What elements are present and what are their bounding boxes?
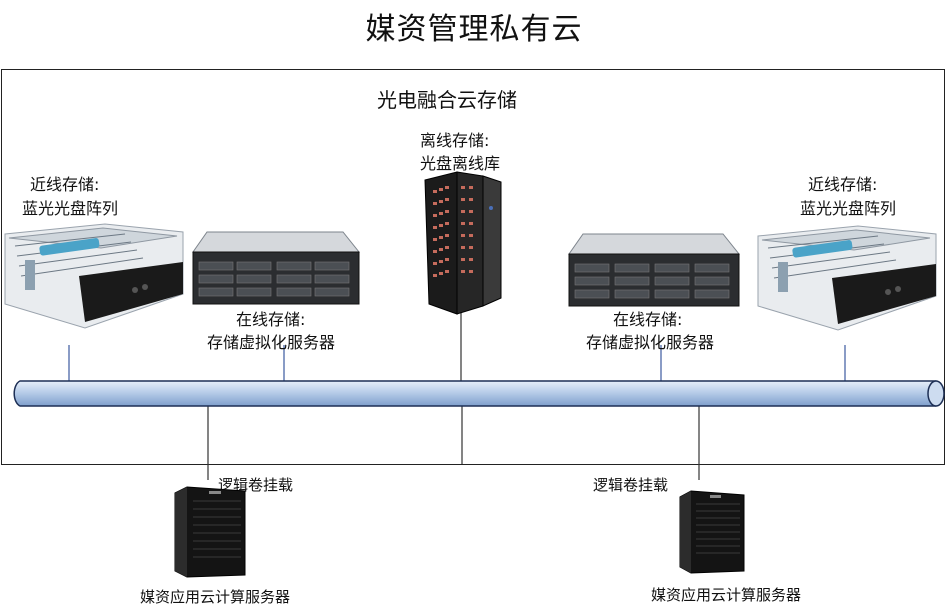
nearline-left-label-2: 蓝光光盘阵列 [22,199,119,218]
offline-label-1: 离线存储: [420,131,490,150]
storage-bus-pipe [13,380,945,407]
tower-server-left-icon [174,486,246,578]
rack-server-right-icon [568,233,741,307]
cloud-storage-frame [1,69,945,465]
mount-right-label: 逻辑卷挂载 [593,476,669,494]
diagram-title: 媒资管理私有云 [365,12,583,47]
bluray-array-left-icon [4,223,184,329]
rack-server-left-icon [192,231,361,305]
nearline-right-label-1: 近线存储: [808,175,878,194]
mount-left-label: 逻辑卷挂载 [218,476,294,494]
nearline-right-label-2: 蓝光光盘阵列 [800,199,897,218]
online-right-label-2: 存储虚拟化服务器 [586,333,715,352]
server-left-label: 媒资应用云计算服务器 [140,588,291,606]
nearline-left-label-1: 近线存储: [30,175,100,194]
online-left-label-2: 存储虚拟化服务器 [207,333,336,352]
online-right-label-1: 在线存储: [613,310,683,329]
cloud-storage-label: 光电融合云存储 [377,88,517,112]
optical-library-icon [424,171,502,315]
tower-server-right-icon [679,490,745,574]
bluray-array-right-icon [757,225,937,331]
offline-label-2: 光盘离线库 [420,154,501,173]
server-right-label: 媒资应用云计算服务器 [651,586,802,604]
online-left-label-1: 在线存储: [236,310,306,329]
